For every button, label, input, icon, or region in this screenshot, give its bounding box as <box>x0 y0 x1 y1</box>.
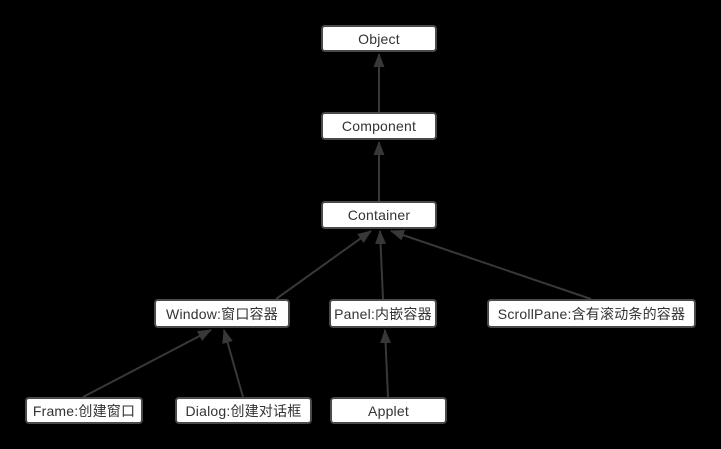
node-label-panel: Panel:内嵌容器 <box>334 305 432 322</box>
node-label-object: Object <box>358 30 400 47</box>
node-label-container: Container <box>347 207 411 223</box>
edge-window-to-container <box>275 230 372 300</box>
edge-scrollpane-to-container <box>390 229 592 300</box>
node-window: Window:窗口容器 <box>154 299 290 328</box>
node-scrollpane: ScrollPane:含有滚动条的容器 <box>487 299 696 328</box>
node-label-applet: Applet <box>368 402 409 419</box>
edge-applet-to-panel <box>380 329 392 398</box>
node-dialog: Dialog:创建对话框 <box>175 397 312 424</box>
node-label-frame: Frame:创建窗口 <box>32 402 136 419</box>
node-label-dialog: Dialog:创建对话框 <box>185 402 302 419</box>
node-container: Container <box>321 201 437 229</box>
node-label-scrollpane: ScrollPane:含有滚动条的容器 <box>497 305 686 322</box>
node-frame: Frame:创建窗口 <box>25 397 143 424</box>
node-label-component: Component <box>341 118 417 134</box>
node-panel: Panel:内嵌容器 <box>329 299 437 328</box>
node-label-window: Window:窗口容器 <box>166 305 278 322</box>
edge-dialog-to-window <box>222 329 244 398</box>
edge-panel-to-container <box>375 230 387 300</box>
node-object: Object <box>321 25 437 52</box>
edge-frame-to-window <box>82 329 212 398</box>
node-component: Component <box>321 112 437 140</box>
node-applet: Applet <box>330 397 447 424</box>
